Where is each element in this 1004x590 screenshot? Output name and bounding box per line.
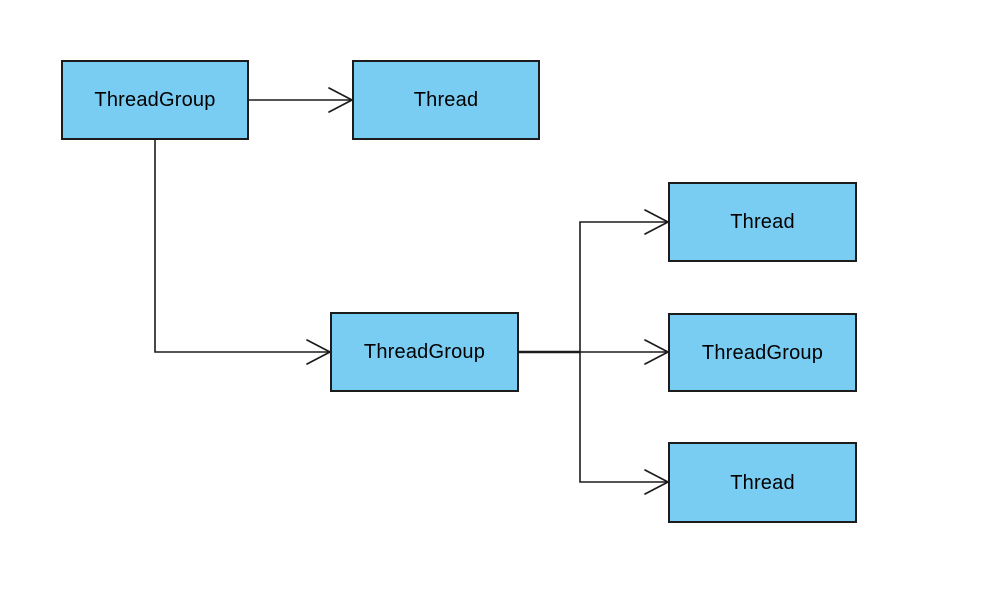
node-label: Thread [730, 471, 795, 494]
connector-child-to-thread-right-bottom [519, 351, 669, 495]
node-threadgroup-right-middle: ThreadGroup [668, 313, 857, 392]
node-label: ThreadGroup [363, 341, 486, 363]
node-thread-right-top: Thread [668, 182, 857, 262]
node-label: ThreadGroup [701, 341, 824, 364]
connector-root-to-child-threadgroup [154, 140, 331, 365]
node-label: Thread [730, 211, 795, 233]
node-label: Thread [413, 89, 479, 111]
node-label: ThreadGroup [94, 89, 216, 111]
node-child-threadgroup: ThreadGroup [330, 312, 519, 392]
node-thread-top: Thread [352, 60, 540, 140]
node-thread-right-bottom: Thread [668, 442, 857, 523]
connector-child-to-thread-right-top [519, 209, 669, 353]
node-root-threadgroup: ThreadGroup [61, 60, 249, 140]
